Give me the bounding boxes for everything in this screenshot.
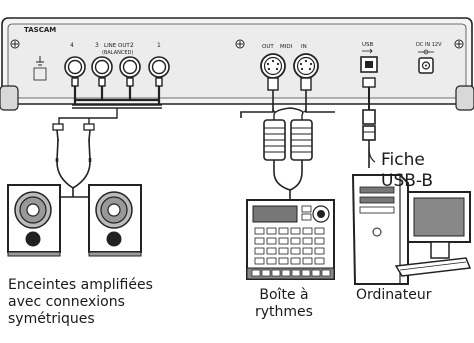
left-foot [0,85,19,111]
line-out-jack-3 [91,56,113,78]
line-out-number-2: 2 [130,42,134,49]
speakers-caption-line2: avec connexions [8,294,125,310]
line-out-title: LINE OUT [104,43,130,49]
usb-plug-label: Fiche USB-B [381,150,433,192]
line-out-jack-2 [119,56,141,78]
speakers-caption-line3: symétriques [8,311,95,327]
midi-out-label: OUT [262,44,274,50]
right-foot [455,85,474,111]
drum-machine-caption: Boîte à rythmes [246,287,322,321]
audio-interface-rear-panel: TASCAM 4 3 LINE OUT (BALANCED) 2 1 [0,0,474,111]
line-out-jack-4 [64,56,86,78]
computer-caption: Ordinateur [356,287,432,303]
screw-icon [454,39,464,49]
dc-in-label: DC IN 12V [416,42,442,48]
midi-in-label: IN [301,44,307,50]
dc-power-jack [418,57,434,74]
speakers-caption: Enceintes amplifiées avec connexions sym… [8,277,153,328]
screw-icon [235,39,245,49]
line-out-number-4: 4 [70,42,74,49]
drum-pads [254,227,325,265]
left-speaker [7,184,61,257]
drum-machine [246,199,335,280]
midi-label: MIDI [280,44,293,50]
right-speaker [88,184,142,257]
usb-symbol-icon [362,48,373,54]
computer [351,174,472,285]
midi-cables [240,77,335,200]
usb-plug-label-line1: Fiche [381,150,425,170]
drum-caption-line1: Boîte à [259,287,309,303]
line-out-cables [58,77,163,126]
screw-icon [10,39,20,49]
line-out-number-3: 3 [95,42,99,49]
usb-plug-label-line2: USB-B [381,171,434,191]
midi-in-port [293,53,319,79]
line-out-jack-1 [148,56,170,78]
usb-b-port [360,56,378,73]
drum-caption-line2: rythmes [255,304,313,320]
polarity-icon [418,49,434,55]
usb-cable [362,77,376,168]
brand-logo: TASCAM [24,26,56,34]
line-out-number-1: 1 [157,42,161,49]
midi-out-port [260,53,286,79]
speakers-caption-line1: Enceintes amplifiées [8,277,153,293]
usb-port-label: USB [362,42,374,48]
ground-icon [33,56,47,81]
line-out-subtitle: (BALANCED) [102,50,133,56]
